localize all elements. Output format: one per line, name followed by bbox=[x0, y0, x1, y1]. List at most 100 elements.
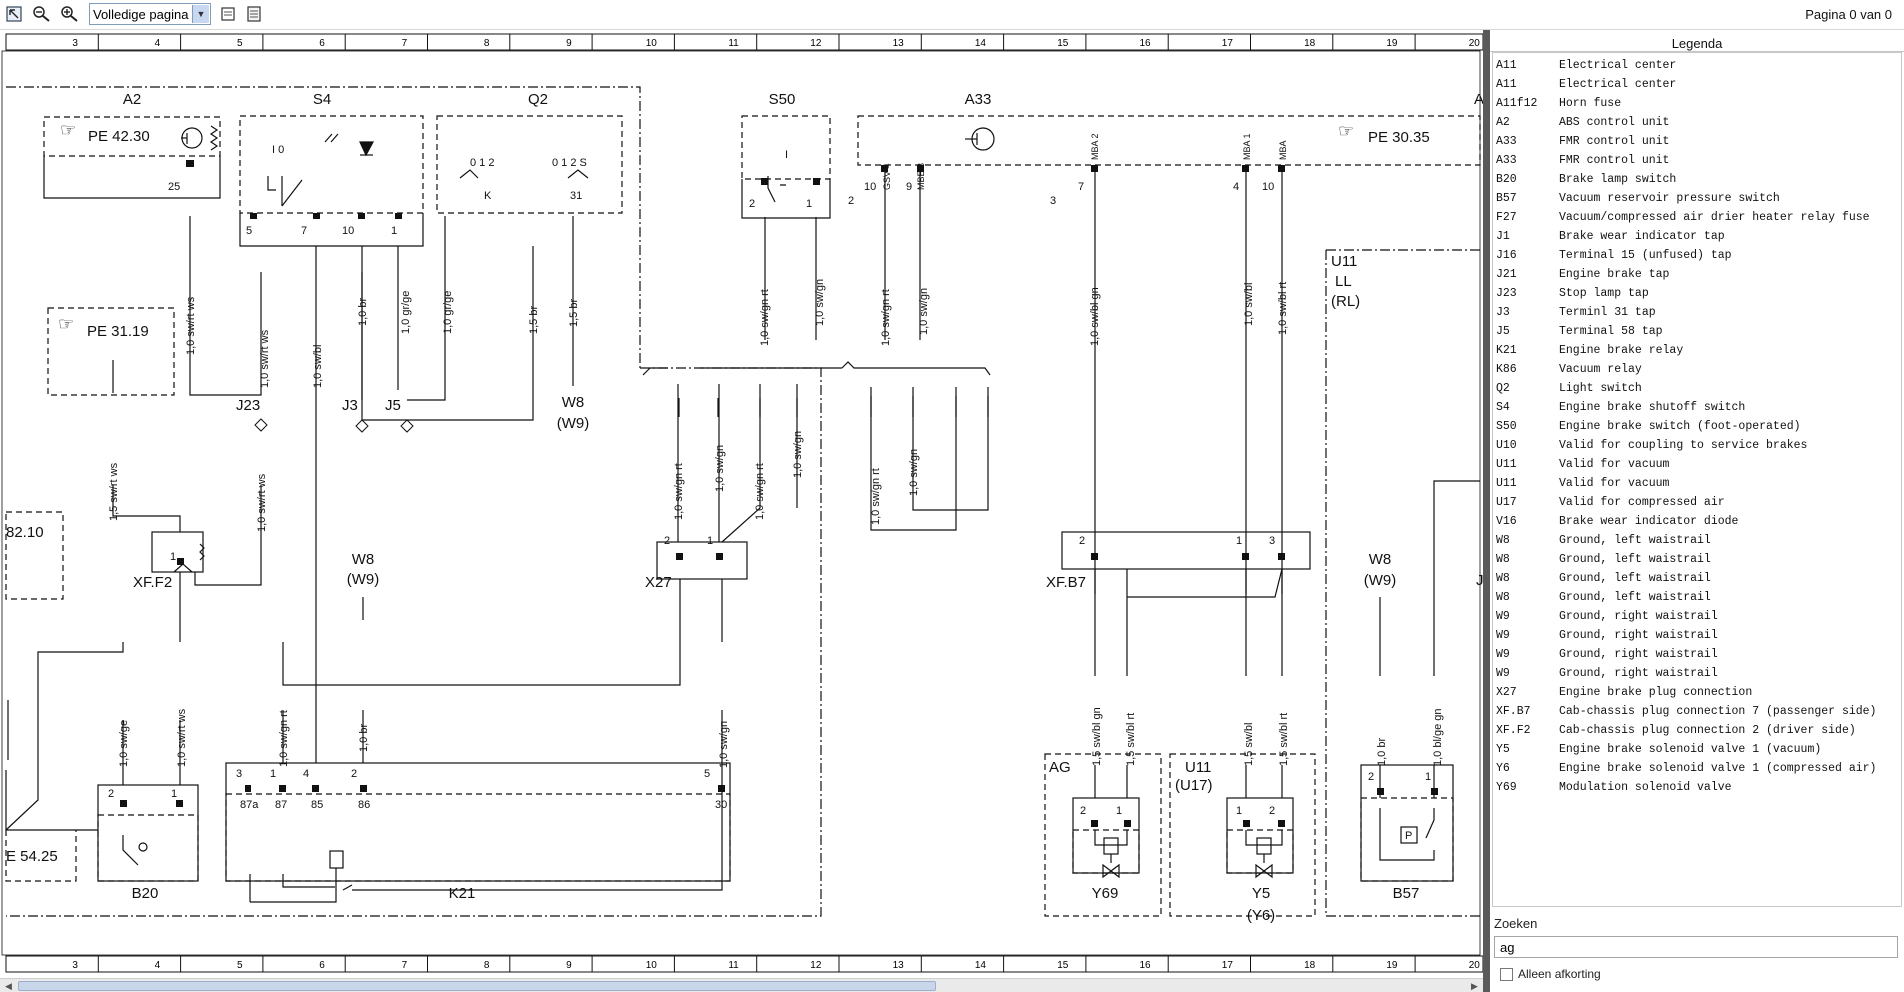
component-label: (RL) bbox=[1331, 293, 1360, 310]
pin-number: 4 bbox=[303, 768, 309, 780]
pin-number: 10 bbox=[342, 225, 354, 237]
legend-code: U10 bbox=[1496, 439, 1517, 452]
pin-number: 9 bbox=[906, 181, 912, 193]
zoom-out-icon bbox=[33, 6, 50, 22]
wire-color-label: 1,0 sw/gn bbox=[718, 721, 730, 768]
select-tool-button[interactable] bbox=[3, 3, 25, 25]
component-label: (W9) bbox=[557, 415, 590, 432]
pin-number: I 0 bbox=[272, 144, 284, 156]
ruler-column-label: 5 bbox=[237, 960, 243, 971]
ruler-column-label: 20 bbox=[1469, 960, 1481, 971]
pin-number: 1 bbox=[1236, 805, 1242, 817]
legend-description: Cab-chassis plug connection 2 (driver si… bbox=[1559, 724, 1856, 737]
pin-number: 0 1 2 S bbox=[552, 157, 587, 169]
legend-description: Ground, left waistrail bbox=[1559, 553, 1711, 566]
pin-number: 25 bbox=[168, 181, 180, 193]
component-symbols bbox=[122, 125, 1435, 903]
pin-number: 1 bbox=[391, 225, 397, 237]
zoom-select[interactable]: Volledige pagina ▼ bbox=[89, 3, 211, 25]
legend-code: X27 bbox=[1496, 686, 1517, 699]
legend-description: FMR control unit bbox=[1559, 154, 1670, 167]
legend-description: Stop lamp tap bbox=[1559, 287, 1649, 300]
scroll-right-icon[interactable]: ▶ bbox=[1471, 980, 1478, 991]
tap-junctions bbox=[254, 418, 414, 433]
legend-description: Electrical center bbox=[1559, 78, 1677, 91]
component-label: A bbox=[1474, 91, 1483, 108]
wire-color-label: 1,0 sw/gn bbox=[918, 288, 930, 335]
legend-description: Valid for vacuum bbox=[1559, 477, 1670, 490]
wire-color-label: 1,0 sw/rt ws bbox=[176, 708, 188, 767]
legend-description: Brake wear indicator diode bbox=[1559, 515, 1739, 528]
component-label: LL bbox=[1335, 273, 1352, 290]
ruler-column-label: 8 bbox=[484, 38, 490, 49]
ruler-column-label: 7 bbox=[402, 38, 408, 49]
component-label: A2 bbox=[123, 91, 141, 108]
search-input[interactable] bbox=[1494, 936, 1898, 958]
legend-description: Engine brake solenoid valve 1 (vacuum) bbox=[1559, 743, 1822, 756]
component-label: Y5 bbox=[1252, 885, 1270, 902]
legend-code: U17 bbox=[1496, 496, 1517, 509]
pin-number: 1 bbox=[1236, 535, 1242, 547]
pin-number: 3 bbox=[1269, 535, 1275, 547]
ruler-column-label: 9 bbox=[566, 38, 572, 49]
component-label: U11 bbox=[1331, 253, 1357, 270]
ruler-column-label: 11 bbox=[728, 38, 739, 49]
pin-number: 4 bbox=[1233, 181, 1239, 193]
single-page-button[interactable] bbox=[217, 3, 239, 25]
legend-code: Y6 bbox=[1496, 762, 1510, 775]
scrollbar-thumb[interactable] bbox=[18, 981, 936, 991]
legend-description: Valid for compressed air bbox=[1559, 496, 1725, 509]
ruler-column-label: 14 bbox=[975, 960, 987, 971]
component-label: PE 42.30 bbox=[88, 128, 150, 145]
pin-number: P bbox=[1405, 830, 1412, 842]
wire-color-label: 1,0 br bbox=[1376, 738, 1388, 766]
legend-code: W8 bbox=[1496, 553, 1510, 566]
legend-description: Electrical center bbox=[1559, 59, 1677, 72]
component-label: S50 bbox=[769, 91, 796, 108]
pin-number: 1 bbox=[1116, 805, 1122, 817]
legend-description: Ground, right waistrail bbox=[1559, 667, 1718, 680]
scroll-left-icon[interactable]: ◀ bbox=[5, 980, 12, 991]
wire-color-label: 1,0 sw/bl gn bbox=[1089, 287, 1101, 346]
legend-description: Cab-chassis plug connection 7 (passenger… bbox=[1559, 705, 1877, 718]
legend-code: Y5 bbox=[1496, 743, 1510, 756]
pane-divider[interactable] bbox=[1483, 30, 1490, 992]
pin-number: 85 bbox=[311, 799, 323, 811]
legend-code: B57 bbox=[1496, 192, 1517, 205]
pin-number: 5 bbox=[704, 768, 710, 780]
legend-description: Vacuum relay bbox=[1559, 363, 1642, 376]
abbreviation-only-checkbox[interactable] bbox=[1500, 968, 1513, 981]
wire-color-label: 1,0 gr/ge bbox=[400, 291, 412, 334]
pin-number: 2 bbox=[848, 195, 854, 207]
component-label: J3 bbox=[342, 397, 358, 414]
component-label: (U17) bbox=[1175, 777, 1213, 794]
wire-color-label: 1,0 sw/bl bbox=[1243, 283, 1255, 326]
ruler-column-label: 14 bbox=[975, 38, 987, 49]
wire-color-label: 1,5 br bbox=[528, 306, 540, 334]
legend-code: V16 bbox=[1496, 515, 1517, 528]
ruler-column-label: 10 bbox=[646, 38, 658, 49]
pin-number: 1 bbox=[270, 768, 276, 780]
horizontal-scrollbar[interactable]: ◀ ▶ bbox=[0, 978, 1483, 992]
legend-description: Engine brake shutoff switch bbox=[1559, 401, 1746, 414]
zoom-in-button[interactable] bbox=[59, 3, 81, 25]
zoom-out-button[interactable] bbox=[31, 3, 53, 25]
pin-number: 5 bbox=[246, 225, 252, 237]
legend-code: W9 bbox=[1496, 629, 1510, 642]
legend-description: Brake wear indicator tap bbox=[1559, 230, 1725, 243]
ruler-column-label: 6 bbox=[319, 960, 325, 971]
ruler-column-label: 18 bbox=[1304, 38, 1316, 49]
document-icon bbox=[247, 6, 261, 22]
legend-description: Terminl 31 tap bbox=[1559, 306, 1656, 319]
wire-color-label: 1,0 sw/gn rt bbox=[278, 710, 290, 767]
print-button[interactable] bbox=[243, 3, 265, 25]
ruler-column-label: 16 bbox=[1139, 960, 1151, 971]
pin-number: GSV 4 bbox=[882, 163, 892, 190]
pin-number: 2 bbox=[664, 535, 670, 547]
legend-description: Terminal 15 (unfused) tap bbox=[1559, 249, 1732, 262]
pin-number: 10 bbox=[864, 181, 876, 193]
component-label: J23 bbox=[236, 397, 260, 414]
legend-description: Vacuum/compressed air drier heater relay… bbox=[1559, 211, 1870, 224]
